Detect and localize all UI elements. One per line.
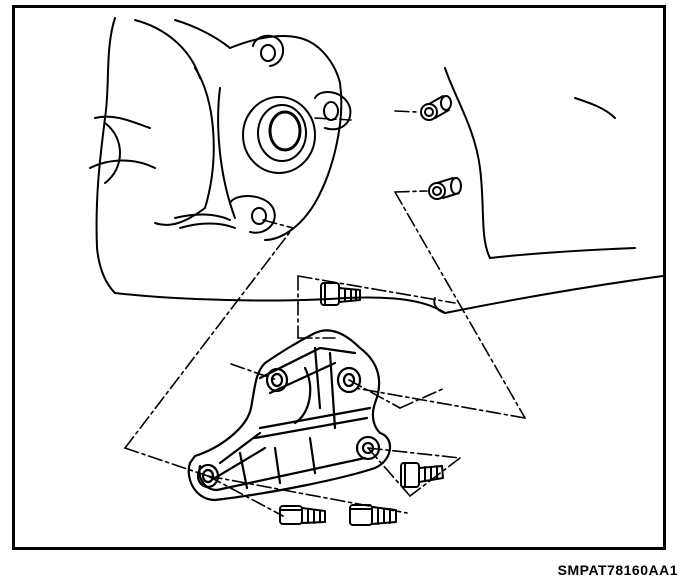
alignment-lines [124,110,526,517]
housing-boss-right [314,91,352,131]
engine-block [433,67,663,314]
engine-stud-upper [420,95,452,121]
bracket-installation-drawing [89,17,663,526]
housing-boss-upper [252,34,285,67]
bolt-lower-left [279,505,326,525]
figure-reference-code: SMPAT78160AA1 [557,562,678,578]
bolt-lower-right [349,504,397,526]
housing-seal-bore [242,96,316,174]
transmission-housing [89,17,446,314]
diagram-frame [12,5,666,550]
mounting-bracket [187,329,391,502]
engine-stud-lower [428,177,462,200]
housing-boss-lower [174,195,276,234]
bolt-upper [320,282,361,306]
